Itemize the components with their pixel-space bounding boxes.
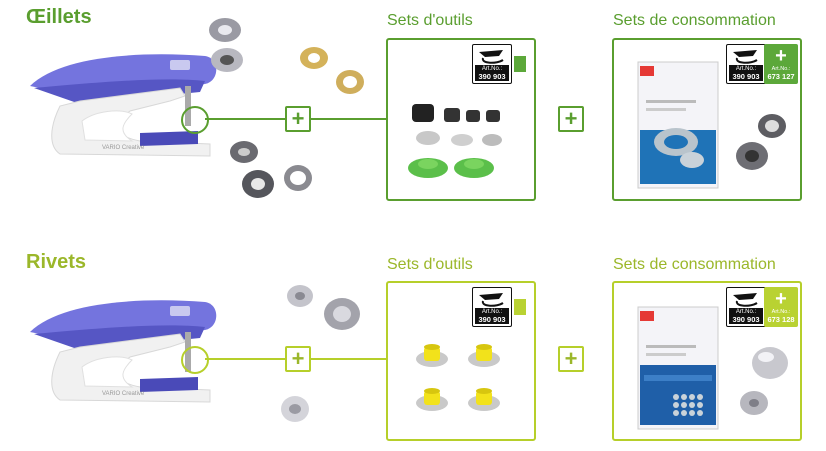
svg-text:VARIO Creative: VARIO Creative [102, 391, 145, 397]
grommet-icon [300, 47, 364, 94]
focus-circle [181, 346, 209, 374]
grommet-icon [209, 18, 243, 72]
pliers-symbol-icon [479, 293, 504, 307]
article-badge: Art.No.:390 903 [472, 287, 512, 327]
plus-button[interactable]: + [285, 346, 311, 372]
plus-button[interactable]: + [558, 106, 584, 132]
vario-pliers-icon[interactable]: VARIO Creative [20, 272, 220, 412]
tools-title: Sets d'outils [387, 256, 473, 273]
grommet-icon [230, 141, 312, 198]
die-set-icon [416, 344, 500, 411]
package-icon [637, 306, 719, 430]
consumables-box[interactable]: Art.No.:390 903 + Art.No.: 673 127 [612, 38, 802, 201]
badge-tab [514, 299, 526, 315]
focus-circle [181, 106, 209, 134]
vario-pliers-icon[interactable]: VARIO Creative [20, 26, 220, 166]
pliers-symbol-icon [479, 50, 504, 64]
plus-button[interactable]: + [285, 106, 311, 132]
article-badge: Art.No.:390 903 [726, 287, 766, 327]
rivet-icon [281, 396, 309, 422]
tools-title: Sets d'outils [387, 12, 473, 29]
rivet-icon [287, 285, 360, 330]
package-icon [637, 61, 719, 189]
section-title: Rivets [26, 251, 87, 273]
rivet-icon [740, 347, 788, 415]
tools-box[interactable]: Art.No.:390 903 [386, 38, 536, 201]
consumables-title: Sets de consommation [613, 12, 776, 29]
connector-line [205, 118, 285, 120]
svg-text:VARIO Creative: VARIO Creative [102, 145, 145, 151]
die-set-icon [408, 104, 502, 178]
consumables-title: Sets de consommation [613, 256, 776, 273]
consumables-box[interactable]: Art.No.:390 903 + Art.No.: 673 128 [612, 281, 802, 441]
plus-button[interactable]: + [558, 346, 584, 372]
section-title: Œillets [26, 6, 92, 28]
pliers-symbol-icon [733, 293, 758, 307]
badge-tab [514, 56, 526, 72]
plus-article-badge: + Art.No.: 673 128 [764, 287, 798, 327]
plus-article-badge: + Art.No.: 673 127 [764, 44, 798, 84]
connector-line [311, 118, 387, 120]
connector-line [205, 358, 285, 360]
connector-line [311, 358, 387, 360]
grommet-icon [736, 114, 786, 170]
article-badge: Art.No.:390 903 [472, 44, 512, 84]
pliers-symbol-icon [733, 50, 758, 64]
tools-box[interactable]: Art.No.:390 903 [386, 281, 536, 441]
article-badge: Art.No.:390 903 [726, 44, 766, 84]
